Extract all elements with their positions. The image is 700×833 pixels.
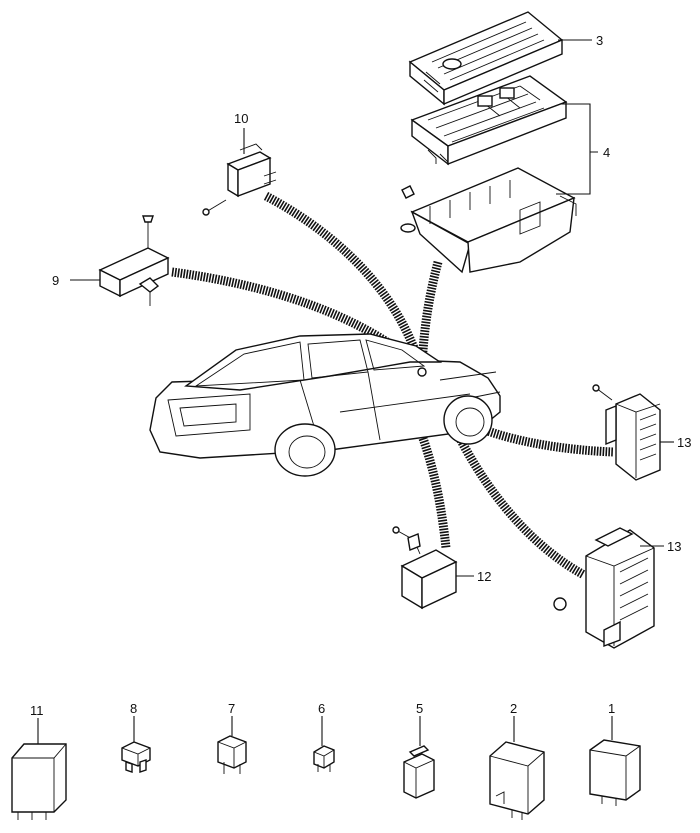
- callout-10: 10: [234, 111, 248, 126]
- callout-12: 12: [477, 569, 491, 584]
- fuse-box-housing: [400, 167, 577, 274]
- fuse-6: [313, 745, 335, 772]
- callout-6: 6: [318, 701, 325, 716]
- callout-1: 1: [608, 701, 615, 716]
- harness-to-module-12: [415, 428, 451, 549]
- vehicle-sedan: [149, 333, 501, 477]
- fuse-7: [217, 735, 247, 774]
- callout-11: 11: [30, 703, 44, 718]
- relay-1: [589, 739, 641, 806]
- module-10: [202, 143, 277, 216]
- harness-to-module-10: [263, 192, 425, 367]
- callout-4: 4: [603, 145, 610, 160]
- module-9: [98, 215, 170, 306]
- callout-13-lower: 13: [667, 539, 681, 554]
- fuse-8: [121, 741, 151, 773]
- junction-block-13-upper: [592, 384, 661, 481]
- callout-9: 9: [52, 273, 59, 288]
- callouts: 3 4 10 9 13 12 13 11 8 7 6 5 2 1: [30, 33, 691, 718]
- relay-11: [11, 743, 67, 820]
- callout-2: 2: [510, 701, 517, 716]
- callout-8: 8: [130, 701, 137, 716]
- leader-lines: [37, 39, 674, 746]
- callout-7: 7: [228, 701, 235, 716]
- harness-to-fuse-box: [417, 260, 443, 366]
- fuse-block-board: [410, 75, 568, 166]
- callout-13-upper: 13: [677, 435, 691, 450]
- module-12: [392, 526, 458, 610]
- callout-3: 3: [596, 33, 603, 48]
- relay-2: [489, 741, 545, 820]
- fuse-box-cover: [408, 11, 564, 106]
- fuse-5: [403, 745, 435, 799]
- callout-5: 5: [416, 701, 423, 716]
- junction-block-13-lower: [553, 527, 655, 649]
